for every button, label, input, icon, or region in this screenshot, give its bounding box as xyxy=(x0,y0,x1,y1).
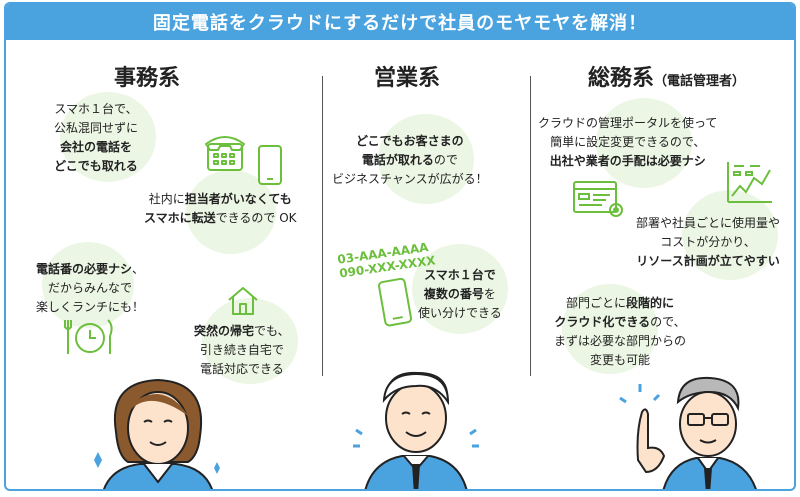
general-point-2: 部署や社員ごとに使用量や コストが分かり、 リソース計画が立てやすい xyxy=(636,216,781,268)
bg-blob xyxy=(378,114,474,204)
admin-portal-icon xyxy=(573,181,623,217)
column-title-office: 事務系 xyxy=(114,66,181,91)
sales-point-1: どこでもお客さまの 電話が取れるので ビジネスチャンスが広がる！ xyxy=(332,134,488,186)
usage-chart-icon xyxy=(727,162,772,203)
phone-numbers-icon xyxy=(378,277,413,327)
lunch-clock-icon xyxy=(64,319,113,354)
sales-point-2: スマホ１台で 複数の番号を 使い分けできる xyxy=(418,268,502,320)
bg-blob xyxy=(562,284,658,374)
column-divider-left xyxy=(322,76,323,376)
office-point-1: スマホ１台で、 公私混同せずに 会社の電話を どこでも取れる xyxy=(54,102,139,173)
house-icon xyxy=(228,287,258,315)
general-affairs-man-illustration xyxy=(619,376,757,489)
column-title-general: 総務系（電話管理者） xyxy=(588,66,746,91)
office-point-3: 電話番の必要ナシ、 だからみんなで 楽しくランチにも！ xyxy=(36,262,145,314)
bg-blob xyxy=(42,242,134,328)
bg-blob xyxy=(682,190,778,280)
sales-worker-man-illustration xyxy=(353,371,479,489)
office-point-4: 突然の帰宅でも、 引き続き自宅で 電話対応できる xyxy=(194,324,290,376)
office-point-2: 社内に担当者がいなくても スマホに転送できるので OK xyxy=(144,192,297,225)
desk-phone-icon xyxy=(205,136,245,171)
smartphone-icon xyxy=(258,145,282,185)
bg-blob xyxy=(60,92,156,182)
infographic: 固定電話をクラウドにするだけで社員のモヤモヤを解消！ 事務系 営業系 総務系（電… xyxy=(4,2,796,491)
general-point-3: 部門ごとに段階的に クラウド化できるので、 まずは必要な部門からの 変更も可能 xyxy=(554,296,687,367)
general-point-1: クラウドの管理ポータルを使って 簡単に設定変更できるので、 出社や業者の手配は必… xyxy=(538,116,718,168)
office-worker-woman-illustration xyxy=(94,378,220,489)
column-divider-right xyxy=(530,76,531,376)
banner-title: 固定電話をクラウドにするだけで社員のモヤモヤを解消！ xyxy=(6,4,794,40)
bg-blob xyxy=(412,244,508,334)
column-title-sales: 営業系 xyxy=(374,66,441,91)
column-subtitle-general: （電話管理者） xyxy=(654,74,746,89)
bg-blob xyxy=(202,298,298,384)
bg-blob xyxy=(596,98,692,188)
